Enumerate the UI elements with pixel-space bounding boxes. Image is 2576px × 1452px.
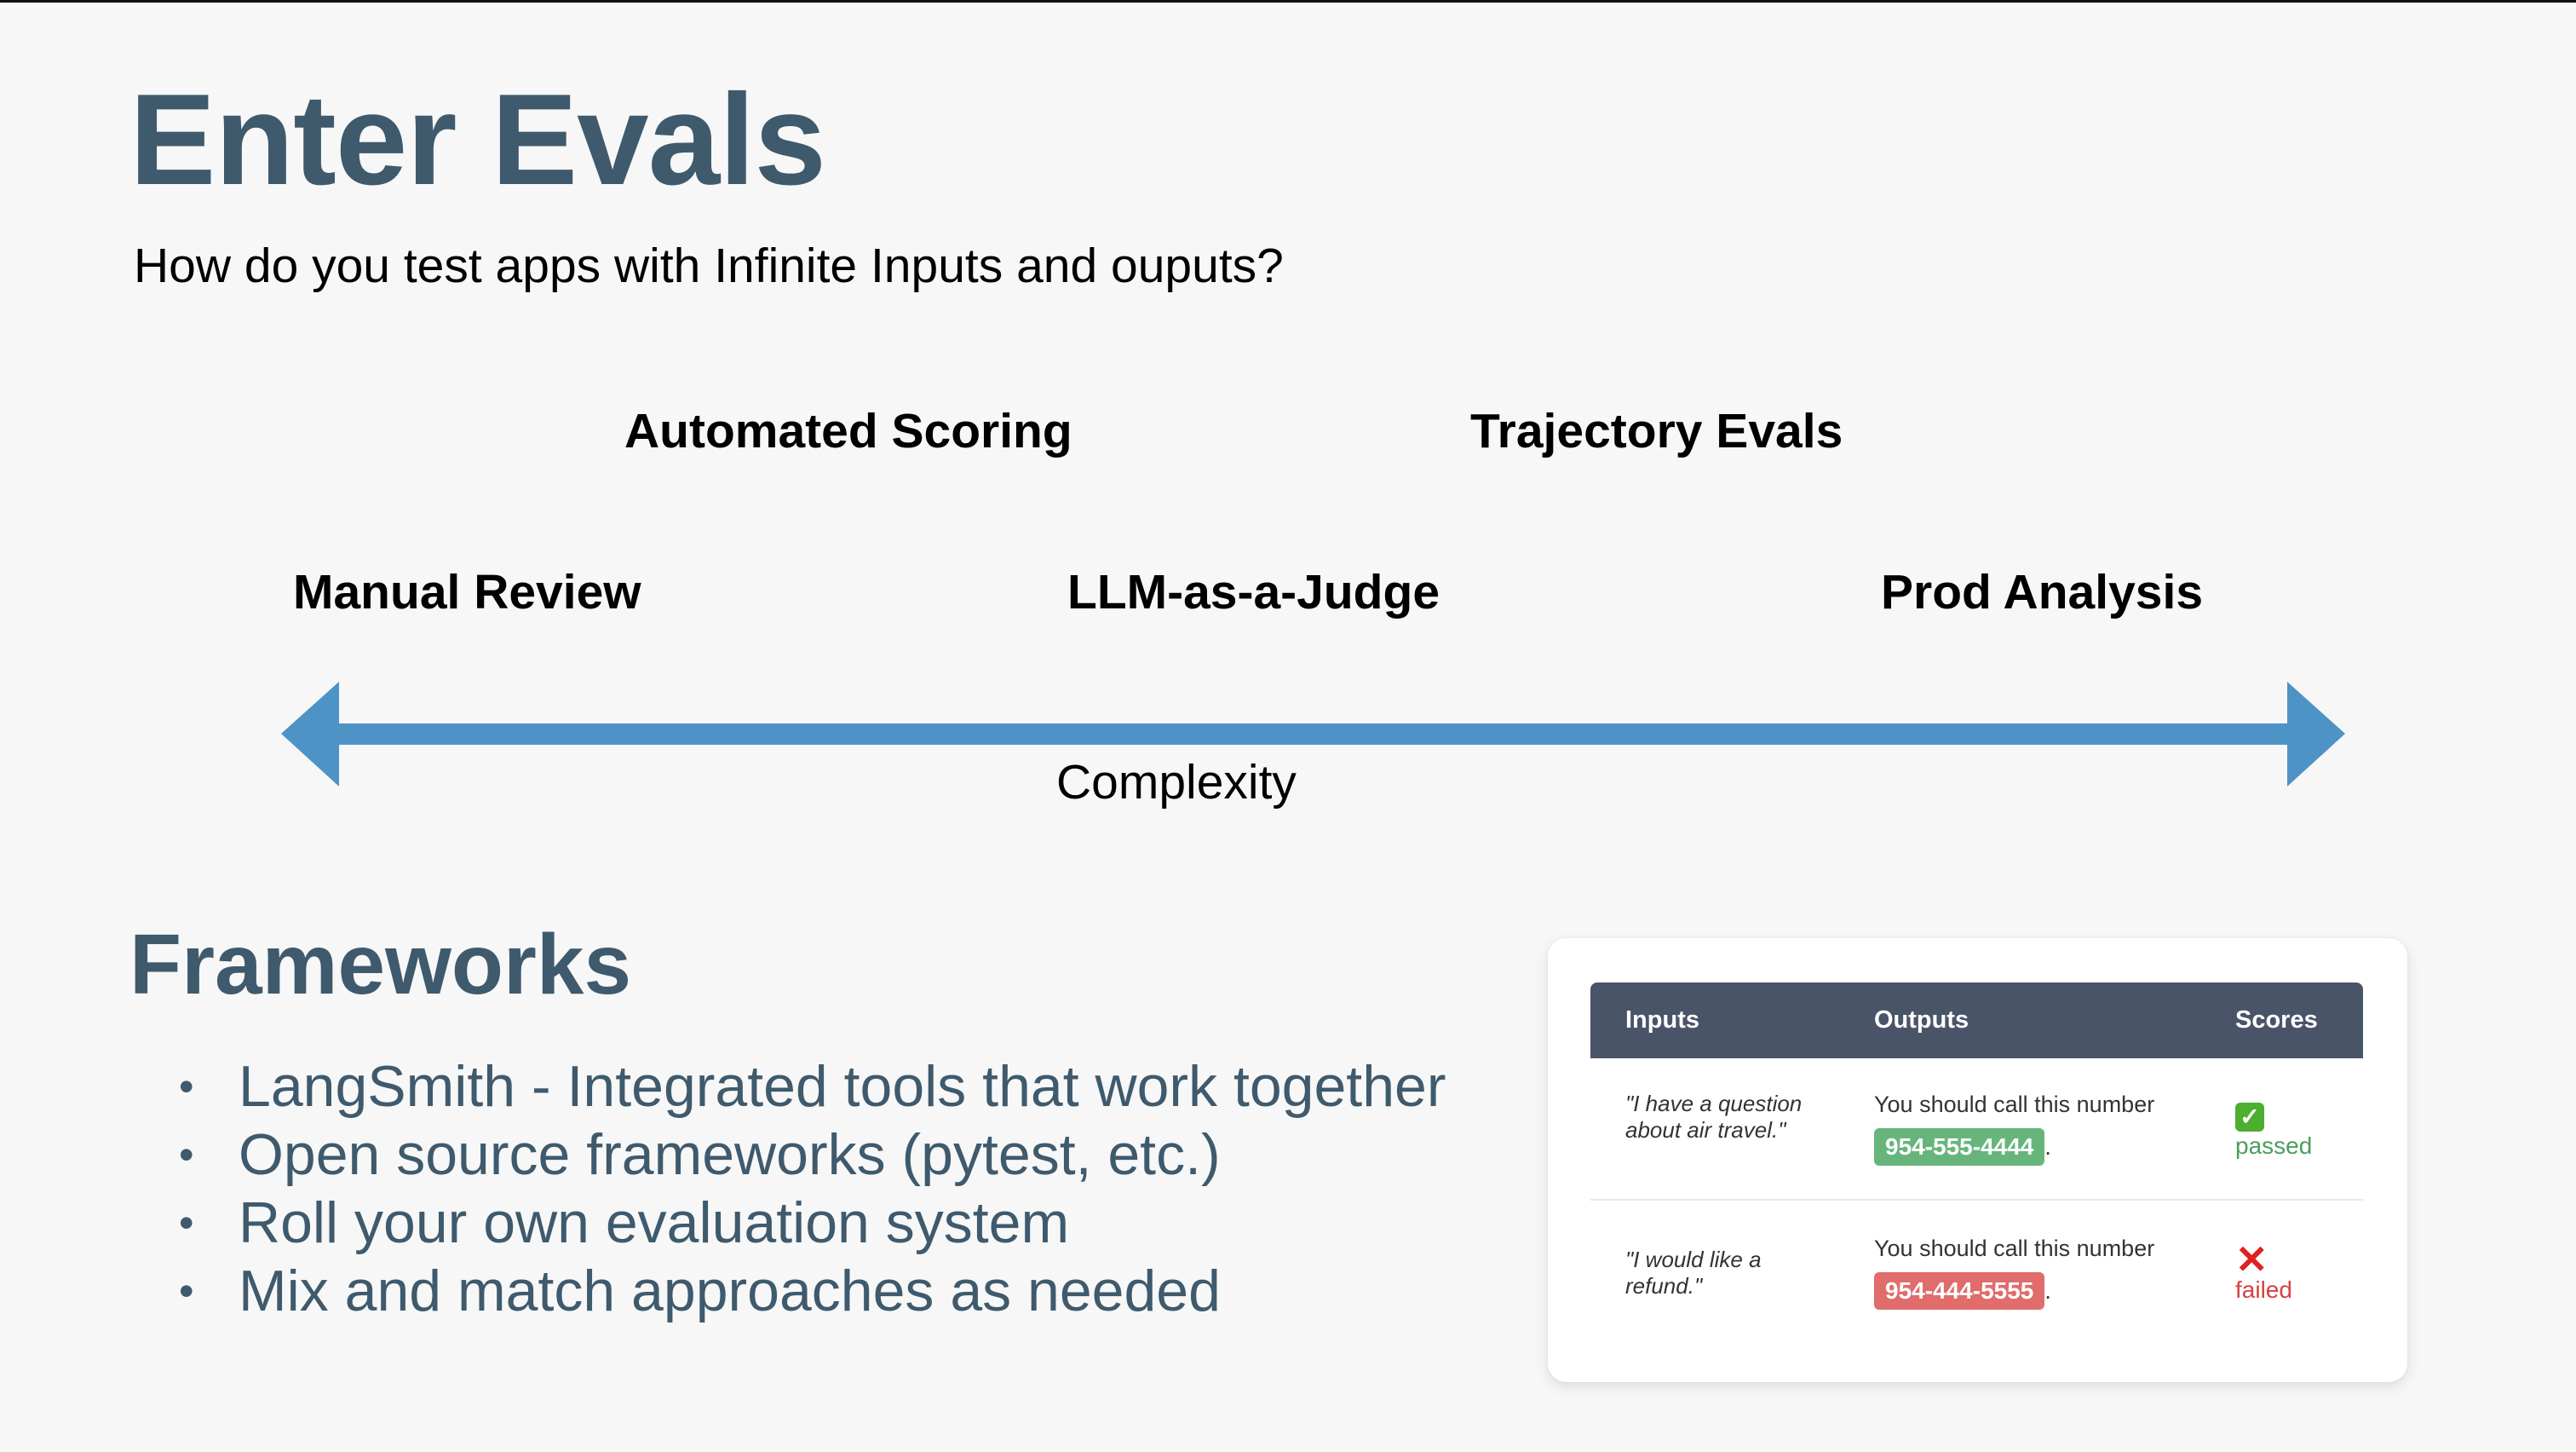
phone-badge-pass: 954-555-4444 — [1874, 1128, 2045, 1166]
x-icon: ✕ — [2235, 1237, 2268, 1282]
list-item: •Mix and match approaches as needed — [179, 1259, 1221, 1323]
phone-badge-fail: 954-444-5555 — [1874, 1272, 2045, 1310]
eval-results-card: Inputs Outputs Scores "I have a question… — [1548, 938, 2407, 1382]
bullet-icon: • — [179, 1267, 194, 1315]
complexity-arrow-icon — [281, 682, 2345, 786]
table-row: "I would like a refund." You should call… — [1590, 1201, 2363, 1341]
bullet-icon: • — [179, 1131, 194, 1178]
list-item: •Roll your own evaluation system — [179, 1190, 1070, 1255]
check-icon: ✓ — [2235, 1103, 2264, 1132]
output-text: You should call this number — [1874, 1092, 2155, 1117]
eval-results-table: Inputs Outputs Scores "I have a question… — [1590, 982, 2363, 1341]
bullet-icon: • — [179, 1063, 194, 1110]
label-automated-scoring: Automated Scoring — [624, 404, 1072, 458]
output-text: You should call this number — [1874, 1236, 2155, 1261]
slide-subtitle: How do you test apps with Infinite Input… — [134, 239, 1284, 293]
table-row: "I have a question about air travel." Yo… — [1590, 1058, 2363, 1201]
score-cell: ✓ passed — [2201, 1091, 2363, 1161]
output-cell: You should call this number 954-555-4444… — [1839, 1091, 2201, 1166]
input-cell: "I would like a refund." — [1625, 1247, 1762, 1299]
label-trajectory-evals: Trajectory Evals — [1470, 404, 1843, 458]
header-inputs: Inputs — [1625, 1006, 1699, 1034]
label-llm-as-a-judge: LLM-as-a-Judge — [1067, 565, 1440, 619]
score-status: failed — [2235, 1276, 2292, 1303]
score-cell: ✕ failed — [2201, 1235, 2363, 1305]
slide-title: Enter Evals — [129, 67, 826, 212]
complexity-axis-label: Complexity — [1056, 755, 1297, 810]
input-cell: "I have a question about air travel." — [1625, 1091, 1803, 1143]
top-border — [0, 0, 2576, 3]
frameworks-list: •LangSmith - Integrated tools that work … — [179, 1052, 1446, 1325]
output-cell: You should call this number 954-444-5555… — [1839, 1235, 2201, 1310]
list-item: •LangSmith - Integrated tools that work … — [179, 1054, 1446, 1119]
score-status: passed — [2235, 1132, 2313, 1159]
label-manual-review: Manual Review — [293, 565, 641, 619]
header-scores: Scores — [2235, 1006, 2318, 1034]
table-header: Inputs Outputs Scores — [1590, 982, 2363, 1058]
list-item: •Open source frameworks (pytest, etc.) — [179, 1122, 1221, 1187]
frameworks-heading: Frameworks — [129, 917, 632, 1012]
bullet-icon: • — [179, 1199, 194, 1247]
label-prod-analysis: Prod Analysis — [1881, 565, 2204, 619]
header-outputs: Outputs — [1874, 1006, 1969, 1034]
